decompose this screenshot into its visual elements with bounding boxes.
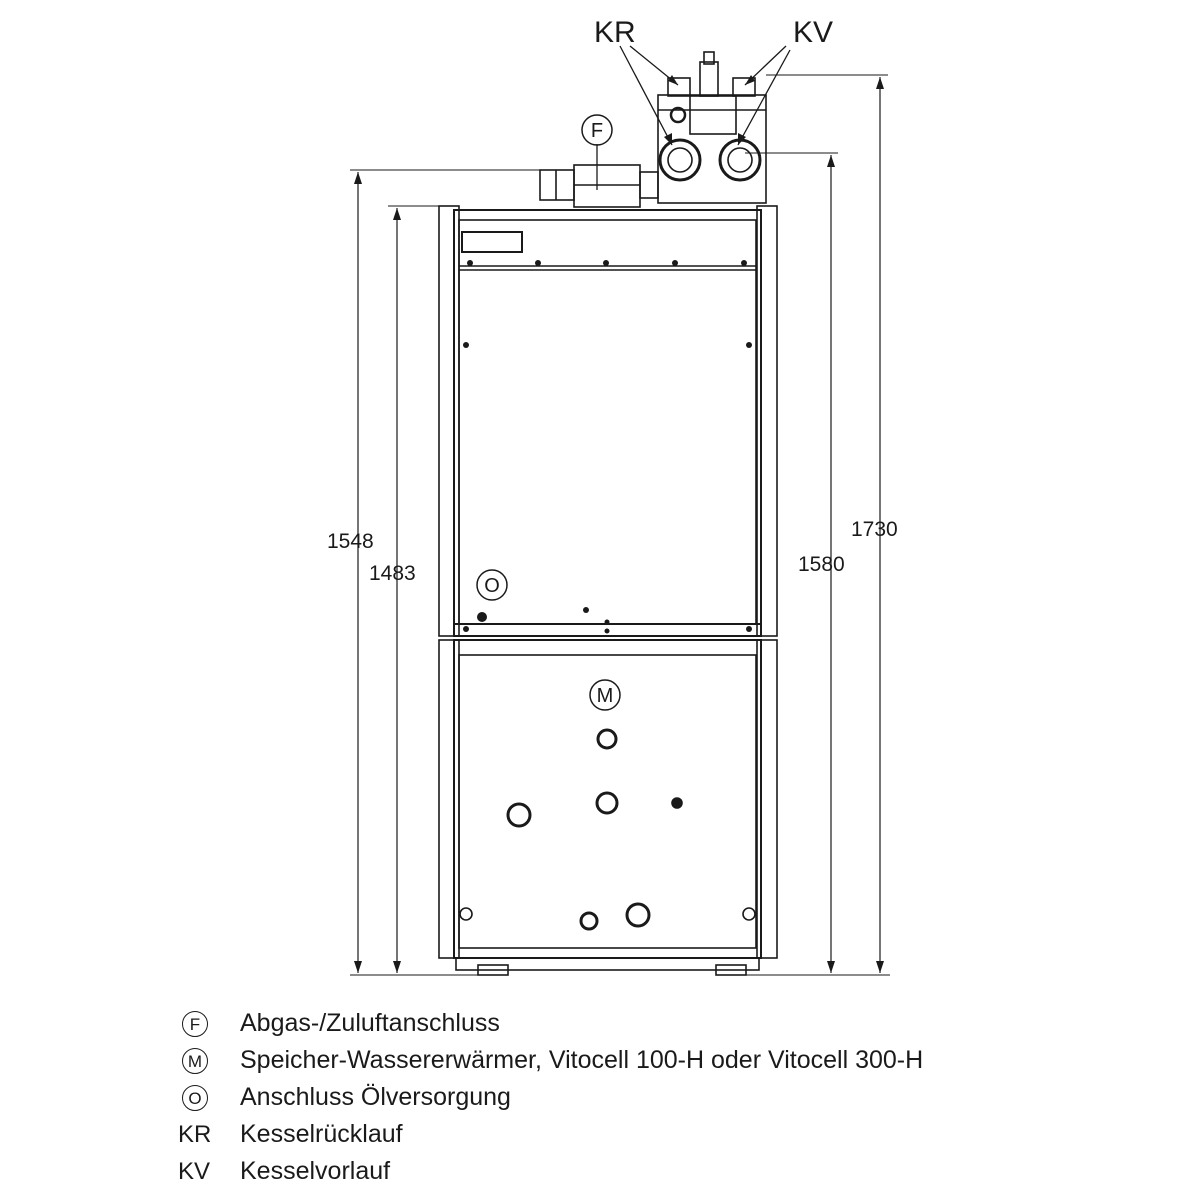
legend-text: Abgas-/Zuluftanschluss [240,1009,500,1037]
flue-gas-connection [539,164,659,208]
water-heater-housing [438,639,778,976]
dimension-lines [357,77,881,973]
leader-lines [596,45,791,190]
boiler-front-view-drawing: KR KV F O M 1548 1483 1580 1730 [327,16,898,976]
dimension-1483: 1483 [369,562,416,585]
legend-text: Anschluss Ölversorgung [240,1083,511,1111]
legend-text: Kesselrücklauf [240,1120,403,1148]
dimension-1548: 1548 [327,530,374,553]
callout-f: F [591,120,603,142]
dimension-1730: 1730 [851,518,898,541]
callout-o: O [484,575,500,597]
callout-kr: KR [594,16,636,49]
dimension-1580: 1580 [798,553,845,576]
legend-text: Kesselvorlauf [240,1157,391,1185]
legend-text: Speicher-Wassererwärmer, Vitocell 100-H … [240,1046,924,1074]
legend-symbol: O [182,1085,208,1111]
callout-m: M [597,685,614,707]
legend-symbol: M [182,1048,208,1074]
boiler-upper-housing [438,205,778,637]
extension-lines [350,74,890,976]
legend-symbol: KV [178,1158,211,1185]
connection-block [657,51,767,204]
callout-kv: KV [793,16,833,49]
legend-symbol: KR [178,1121,212,1148]
legend-symbol: F [182,1011,208,1037]
